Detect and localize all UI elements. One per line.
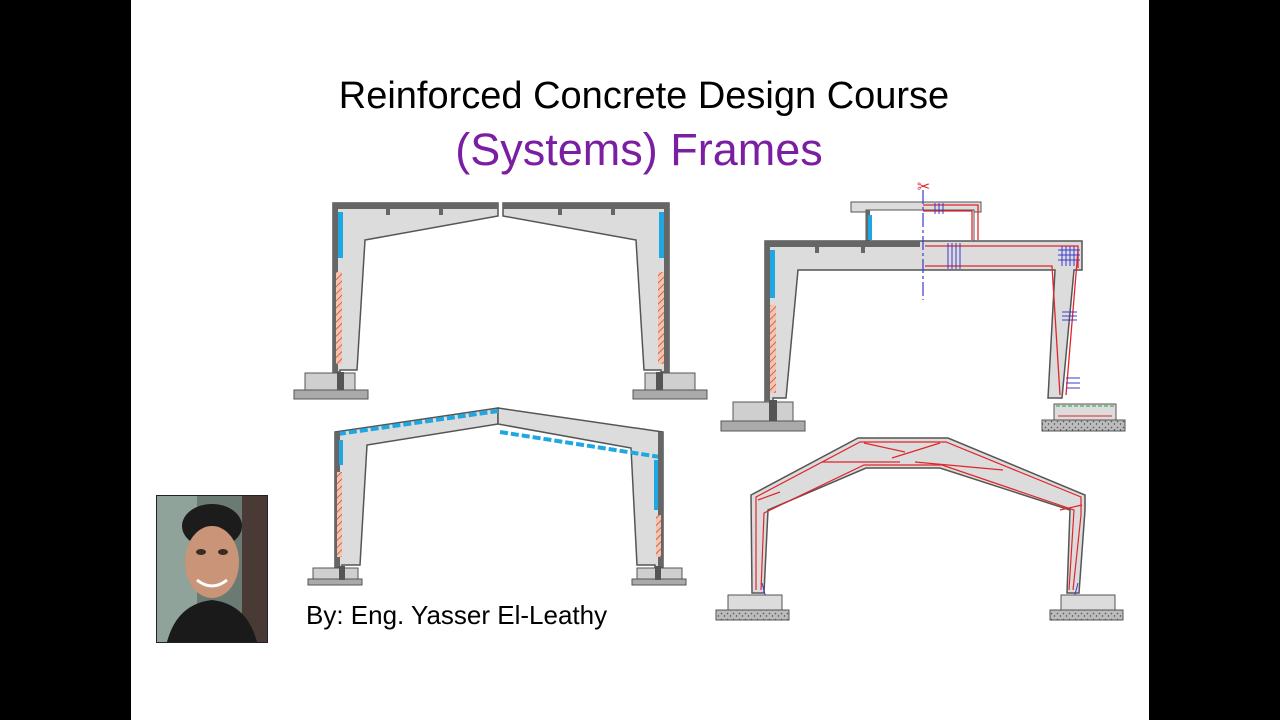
frame-sloped [307, 407, 687, 586]
slide-subtitle: (Systems) Frames [455, 124, 823, 175]
author-credit: By: Eng. Yasser El-Leathy [306, 600, 608, 630]
slide-canvas [131, 0, 1149, 720]
frame-polygonal-reinforced [715, 437, 1124, 621]
frame-gable-haunched [293, 202, 708, 400]
slide-title: Reinforced Concrete Design Course [338, 75, 950, 117]
frame-portal-reinforced: ✂ [720, 177, 1126, 432]
presenter-photo [156, 495, 268, 643]
svg-text:✂: ✂ [917, 177, 930, 196]
